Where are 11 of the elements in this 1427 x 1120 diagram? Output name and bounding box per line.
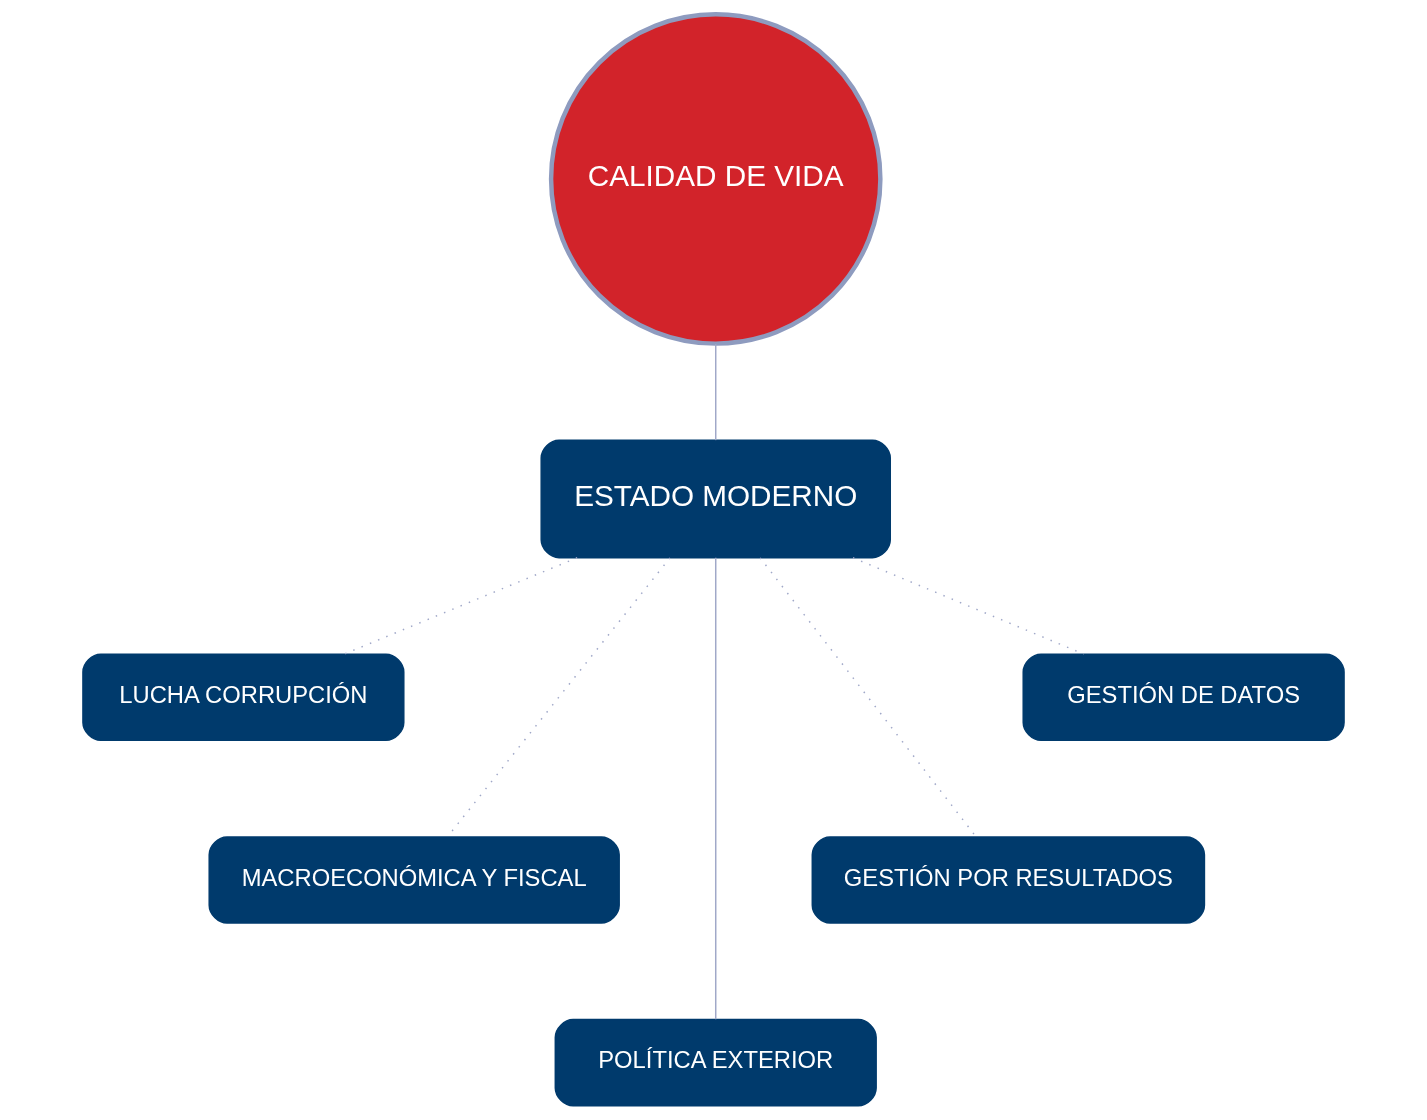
node-box: LUCHA CORRUPCIÓN xyxy=(82,653,405,742)
node-box: GESTIÓN POR RESULTADOS xyxy=(811,836,1206,924)
connector xyxy=(852,557,1085,655)
connector xyxy=(715,557,717,1020)
node-box: MACROECONÓMICA Y FISCAL xyxy=(208,836,620,924)
connector xyxy=(343,557,578,655)
connector xyxy=(715,343,717,441)
node-box: ESTADO MODERNO xyxy=(540,439,891,559)
node-box: GESTIÓN DE DATOS xyxy=(1022,653,1345,742)
node-circle: CALIDAD DE VIDA xyxy=(548,12,883,346)
node-box: POLÍTICA EXTERIOR xyxy=(554,1018,877,1107)
